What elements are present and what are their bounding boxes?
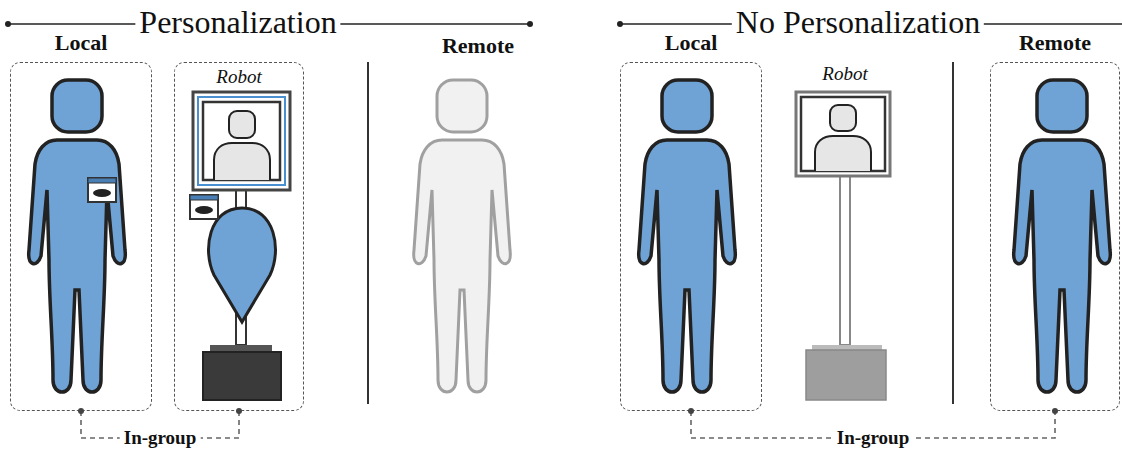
rule-dot	[527, 21, 533, 27]
robot-screen	[193, 92, 290, 190]
edge-label: In-group	[833, 427, 914, 449]
robot-pole	[840, 176, 850, 345]
divider	[367, 62, 369, 404]
dashed-group-box: Robot	[174, 62, 304, 411]
badge	[190, 195, 218, 219]
robot-screen-highlight	[198, 97, 285, 185]
edge-label: In-group	[120, 427, 201, 449]
dashed-group-box: Local	[620, 62, 762, 411]
box-heading: Remote	[971, 30, 1122, 56]
box-label: Robot	[155, 66, 323, 88]
label: Robot	[822, 63, 867, 85]
robot-base	[203, 352, 281, 400]
local-person	[29, 80, 126, 392]
robot-body	[209, 208, 276, 322]
dashed-group-box: Local	[10, 62, 152, 411]
bracket-dot	[78, 408, 84, 414]
screen-person-body	[214, 143, 270, 180]
robot-screen-inner	[801, 97, 885, 171]
robot-screen	[796, 92, 890, 176]
remote-person	[1014, 80, 1111, 392]
rule-dot	[617, 21, 623, 27]
section-header: No Personalization	[732, 4, 984, 41]
badge	[88, 178, 116, 202]
divider	[952, 62, 954, 404]
label: Remote	[442, 33, 514, 59]
bracket-dot	[1052, 408, 1058, 414]
robot-screen-inner	[203, 102, 280, 180]
bracket-dot	[688, 408, 694, 414]
screen-person-head	[830, 105, 856, 131]
bracket-dot	[236, 408, 242, 414]
remote-person	[414, 80, 511, 392]
robot-base	[806, 350, 886, 400]
rule-dot	[5, 21, 11, 27]
dashed-group-box: Remote	[990, 62, 1120, 411]
screen-person-body	[815, 136, 871, 171]
screen-person-head	[229, 111, 255, 138]
local-person	[639, 80, 736, 392]
section-header: Personalization	[135, 4, 340, 41]
